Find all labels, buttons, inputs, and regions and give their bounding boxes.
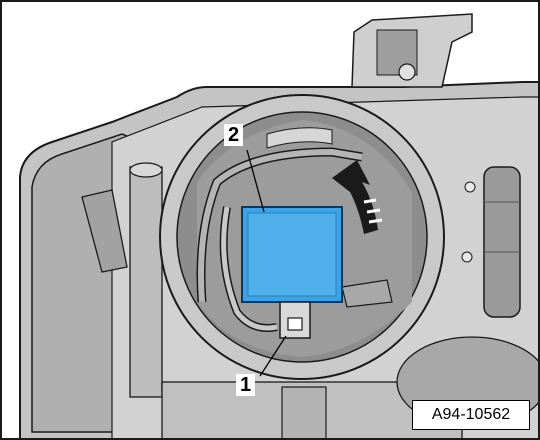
bottom-plug [281, 386, 327, 438]
bracket-screw [398, 63, 416, 81]
panel-screw [464, 181, 476, 193]
leader-line-2 [246, 149, 265, 213]
left-post-cap [129, 162, 163, 178]
left-clip [81, 189, 128, 273]
module-bracket [341, 279, 393, 308]
figure-reference: A94-10562 [412, 400, 530, 430]
bulb-holder [266, 127, 333, 149]
curved-rotation-arrow-icon [332, 160, 383, 234]
left-post [129, 166, 163, 398]
right-tube [483, 166, 521, 318]
panel-screw [461, 251, 473, 263]
leader-line-1 [259, 335, 287, 377]
wire-harness-inner [198, 148, 363, 303]
connector-latch [287, 317, 303, 331]
connector [279, 301, 311, 339]
callout-1: 1 [236, 374, 256, 396]
wire-loop-inner [221, 206, 278, 331]
control-module-face [247, 212, 337, 297]
callout-2: 2 [224, 124, 244, 146]
